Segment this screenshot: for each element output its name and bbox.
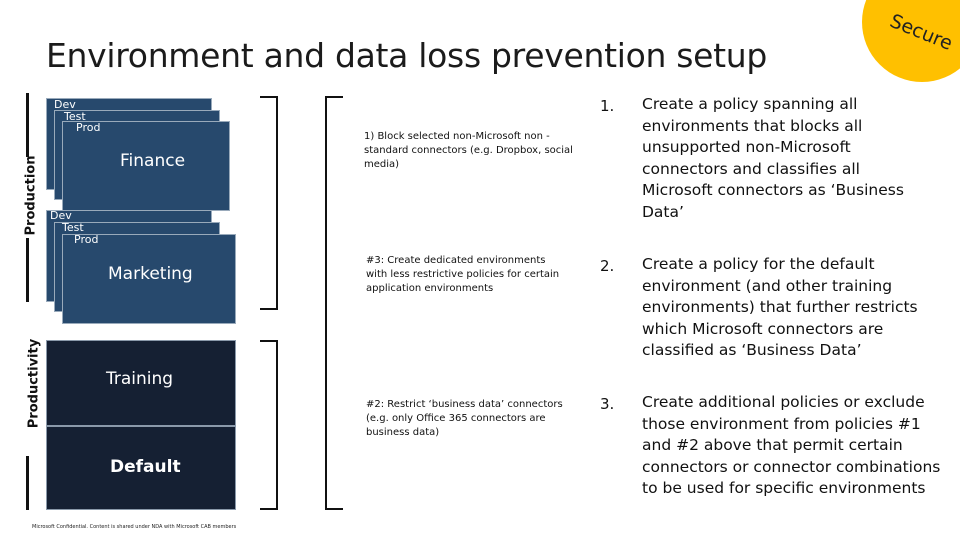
marketing-prod-card bbox=[62, 234, 236, 324]
marketing-test-label: Test bbox=[62, 221, 84, 234]
policy-2-text: #2: Restrict ‘business data’ connectors … bbox=[366, 399, 563, 438]
step-3-text: Create additional policies or exclude th… bbox=[642, 393, 941, 497]
step-2-text: Create a policy for the default environm… bbox=[642, 255, 918, 359]
production-rule-top bbox=[26, 93, 29, 157]
training-card bbox=[46, 340, 236, 426]
default-label: Default bbox=[110, 457, 181, 477]
marketing-dev-label: Dev bbox=[50, 209, 72, 222]
bracket-all-left bbox=[325, 96, 343, 510]
confidential-footer: Microsoft Confidential. Content is share… bbox=[32, 524, 237, 530]
finance-label: Finance bbox=[120, 151, 186, 171]
step-1-text: Create a policy spanning all environment… bbox=[642, 95, 904, 221]
step-3-number: 3. bbox=[600, 395, 615, 413]
productivity-label: Productivity bbox=[26, 338, 42, 429]
bracket-productivity-right bbox=[260, 340, 278, 510]
step-2-number: 2. bbox=[600, 257, 615, 275]
bracket-production-right bbox=[260, 96, 278, 310]
finance-prod-label: Prod bbox=[76, 121, 101, 134]
production-label: Production bbox=[23, 155, 39, 236]
finance-dev-label: Dev bbox=[54, 98, 76, 111]
default-card bbox=[46, 426, 236, 510]
marketing-prod-label: Prod bbox=[74, 233, 99, 246]
policy-1-text: 1) Block selected non-Microsoft non -sta… bbox=[364, 131, 573, 170]
marketing-label: Marketing bbox=[108, 264, 193, 284]
finance-test-label: Test bbox=[64, 110, 86, 123]
step-1-number: 1. bbox=[600, 97, 615, 115]
finance-prod-card bbox=[62, 121, 230, 211]
training-label: Training bbox=[106, 369, 174, 389]
production-rule-bottom bbox=[26, 238, 29, 302]
page-title: Environment and data loss prevention set… bbox=[46, 36, 768, 75]
policy-3-text: #3: Create dedicated environments with l… bbox=[366, 255, 560, 294]
productivity-rule-bottom bbox=[26, 456, 29, 510]
